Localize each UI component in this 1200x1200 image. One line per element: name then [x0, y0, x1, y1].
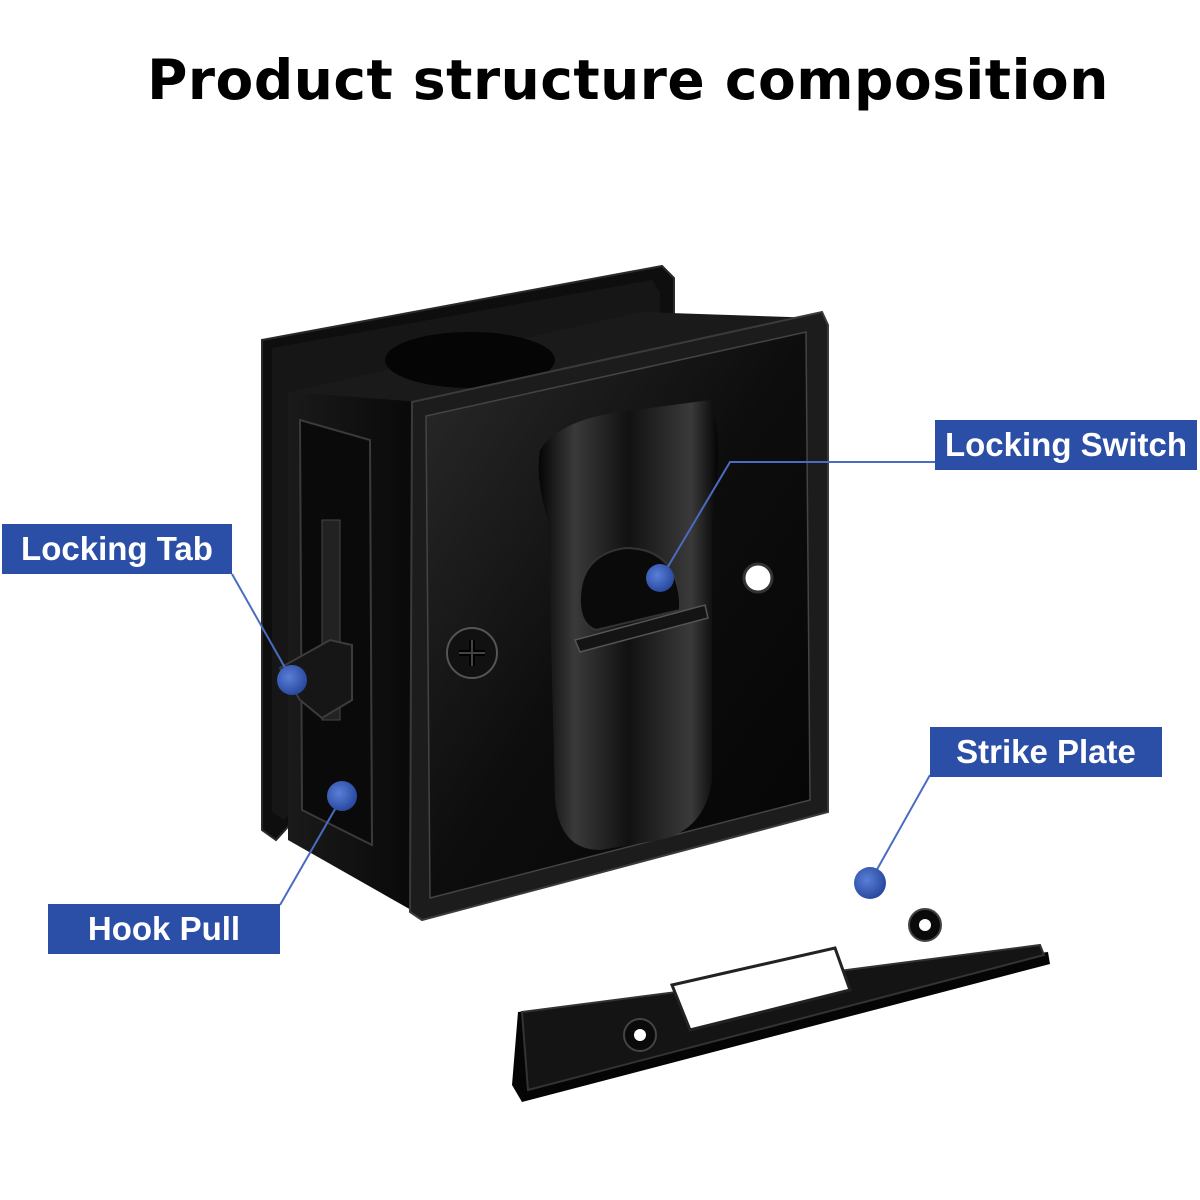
- screw-hole: [742, 562, 774, 594]
- locking-tab-part: [278, 638, 353, 720]
- label-locking-switch: Locking Switch: [935, 420, 1197, 470]
- leader-strike-plate: [869, 774, 931, 883]
- label-locking-tab: Locking Tab: [2, 524, 232, 574]
- label-strike-plate: Strike Plate: [930, 727, 1162, 777]
- dot-locking-tab: [277, 665, 307, 695]
- label-hook-pull: Hook Pull: [48, 904, 280, 954]
- dot-hook-pull: [327, 781, 357, 811]
- leader-locking-tab: [231, 573, 293, 681]
- leader-locking-switch: [659, 461, 935, 581]
- strike-plate-part: [512, 908, 1050, 1102]
- page-title: Product structure composition: [147, 48, 1109, 112]
- dot-strike-plate: [854, 867, 886, 899]
- screw-icon: [446, 627, 498, 679]
- marker-dots: [277, 564, 886, 899]
- pocket-door-lock: [261, 264, 829, 922]
- dot-locking-switch: [646, 564, 674, 592]
- leader-hook-pull: [279, 796, 343, 906]
- leader-lines: [231, 461, 935, 906]
